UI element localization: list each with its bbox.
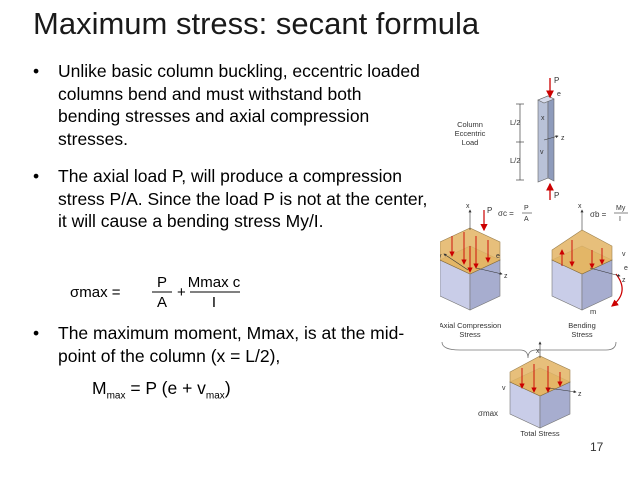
e-label: e [557,91,561,98]
formula-lhs: σmax = [70,284,121,301]
column-label-line: Load [462,138,479,147]
e-label: e [624,265,628,272]
formula-frac1-den: A [157,294,167,310]
z-label: z [504,273,508,280]
p-label: P [487,206,492,215]
slide-title: Maximum stress: secant formula [33,6,480,41]
e-label: e [496,253,500,260]
sigma-c-den: A [524,216,529,223]
v-label: v [502,385,506,392]
formula-frac2-den: I [212,294,216,310]
bullet-symbol: • [33,61,40,81]
sigma-max-label: σmax [478,409,498,418]
sigma-c-label: σc = [498,209,514,218]
bullet-text: Unlike basic column buckling, eccentric … [58,61,420,149]
formula-plus: + [177,284,186,301]
axial-compression-block: x P σc = P A v e z Axial Compression Str… [440,203,532,339]
z-label: z [578,391,582,398]
mmax-v-sub: max [205,390,225,402]
page-number: 17 [590,440,604,454]
column-label-line: Eccentric [455,129,486,138]
mmax-equation: Mmax = P (e + vmax) [92,378,231,402]
z-label: z [622,277,626,284]
column-label-line: Column [457,120,483,129]
z-label: z [561,135,565,142]
bullet-text: The maximum moment, Mmax, is at the mid-… [58,323,405,366]
summation-bracket [441,341,617,359]
sigma-b-den: I [619,216,621,223]
l2-top-label: L/2 [510,118,520,127]
p-bottom-label: P [554,191,559,200]
formula-frac1-num: P [157,274,167,291]
bullet-symbol: • [33,166,40,186]
axial-caption-line: Axial Compression [440,321,501,330]
mmax-m: M [92,378,107,398]
mmax-middle: = P (e + v [125,378,206,398]
l2-bottom-label: L/2 [510,156,520,165]
sigma-b-num: My [616,205,626,212]
axial-caption-line: Stress [459,330,481,339]
x-label: x [541,115,545,122]
v-label: v [440,253,442,260]
bending-block: m x σb = My I v e z Bending Stress [551,203,628,339]
p-top-label: P [554,76,559,85]
eccentric-column: Column Eccentric Load L/2 L/2 P P e x z … [455,76,565,200]
bullet-symbol: • [33,323,40,343]
total-caption: Total Stress [520,429,559,438]
mmax-m-sub: max [106,390,126,402]
x-label: x [578,203,582,210]
total-stress-block: x v z σmax Total Stress [478,341,582,438]
stress-figure: Column Eccentric Load L/2 L/2 P P e x z … [440,76,628,438]
x-label: x [466,203,470,210]
sigma-b-label: σb = [590,210,607,219]
bending-caption-line: Stress [571,330,593,339]
bending-caption-line: Bending [568,321,596,330]
x-label: x [536,348,540,355]
mmax-end: ) [224,378,231,398]
stress-formula: σmax = P A + Mmax c I [70,274,241,310]
v-label: v [540,149,544,156]
m-label: m [590,307,596,316]
v-label: v [622,251,626,258]
formula-frac2-num: Mmax c [188,274,241,291]
sigma-c-num: P [524,205,529,212]
bullet-text: The axial load P, will produce a compres… [58,166,428,231]
